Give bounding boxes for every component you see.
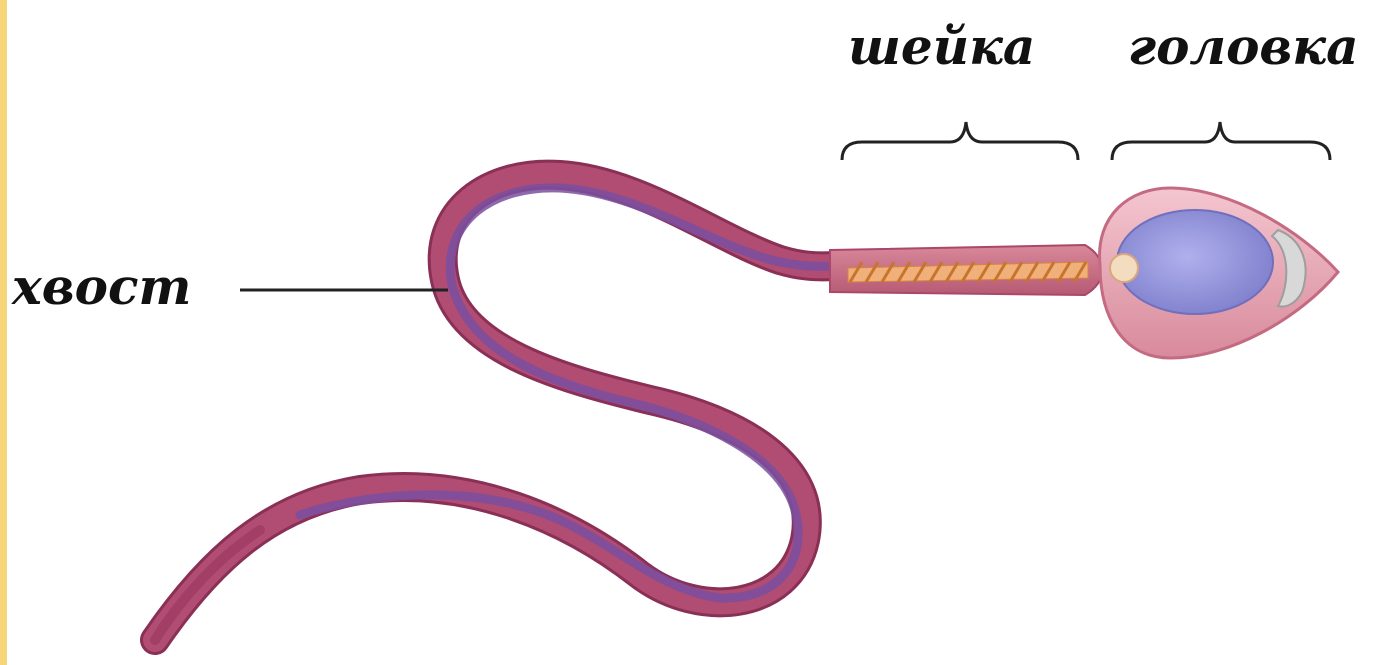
head-brace	[1112, 122, 1330, 160]
tail-label: хвост	[12, 262, 191, 312]
neck-label: шейка	[848, 22, 1035, 72]
nucleus	[1117, 210, 1273, 314]
centriole	[1110, 254, 1138, 282]
head-label: головка	[1128, 22, 1359, 72]
neck-brace	[842, 122, 1078, 160]
